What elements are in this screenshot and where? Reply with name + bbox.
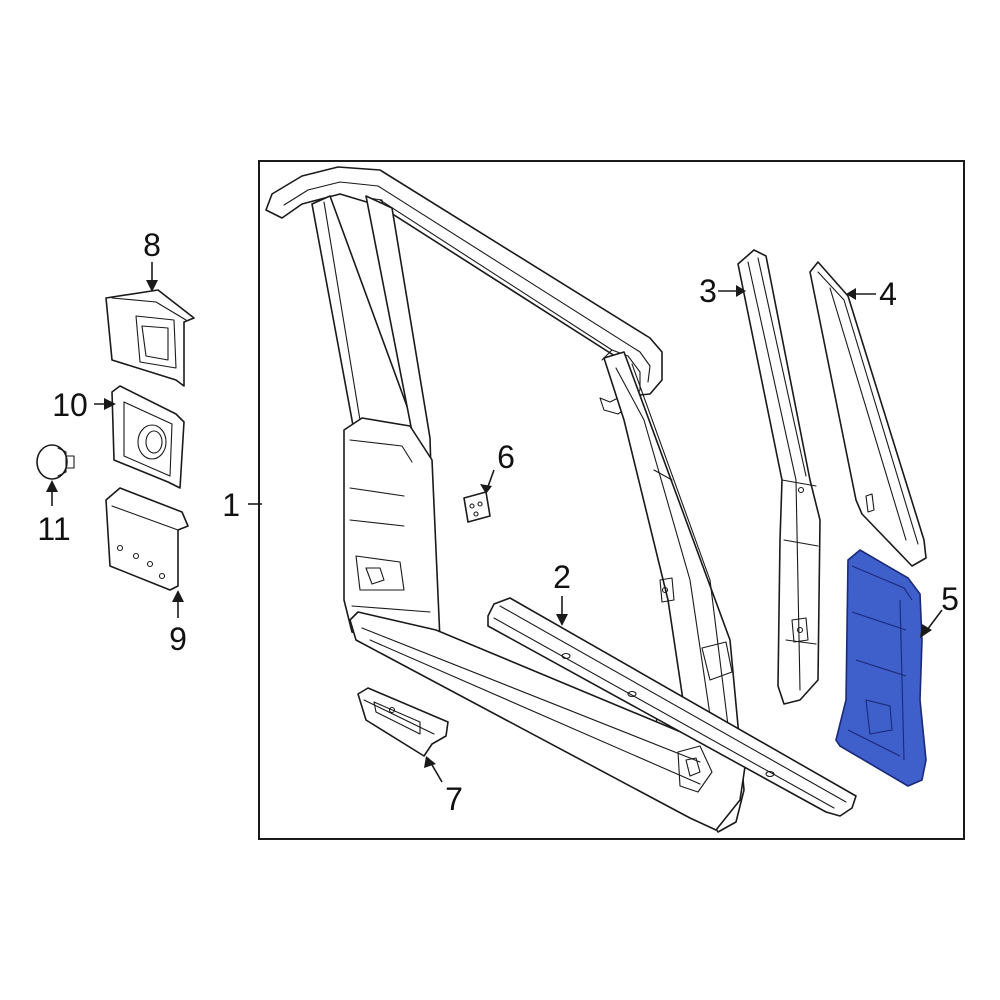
part-9-lower-bracket[interactable] <box>105 487 189 591</box>
callout-2: 2 <box>553 559 571 595</box>
callout-5: 5 <box>941 581 959 617</box>
callout-1: 1 <box>222 487 240 523</box>
part-10-access-panel[interactable] <box>111 385 185 489</box>
callout-leaders <box>46 262 943 783</box>
callout-10: 10 <box>52 387 88 423</box>
callout-7: 7 <box>445 781 463 817</box>
callout-4: 4 <box>879 276 897 312</box>
part-4-pillar-trim[interactable] <box>809 261 927 567</box>
part-3-pillar-reinforcement[interactable] <box>737 249 821 705</box>
part-1-side-frame[interactable] <box>265 166 747 833</box>
assembly-frame <box>258 160 965 840</box>
callout-8: 8 <box>143 227 161 263</box>
part-2-rocker-panel[interactable] <box>487 597 857 817</box>
part-11-plug[interactable] <box>36 444 75 480</box>
part-5-quarter-panel-highlighted[interactable] <box>835 549 927 787</box>
callout-11: 11 <box>37 511 70 547</box>
callout-labels: 1 2 3 4 5 6 7 8 9 10 11 <box>37 227 959 817</box>
part-6-bracket[interactable] <box>463 491 491 523</box>
part-7-step-pad[interactable] <box>357 687 449 757</box>
callout-9: 9 <box>169 621 187 657</box>
callout-3: 3 <box>699 273 717 309</box>
callout-6: 6 <box>497 439 515 475</box>
part-8-upper-bracket[interactable] <box>105 289 195 387</box>
